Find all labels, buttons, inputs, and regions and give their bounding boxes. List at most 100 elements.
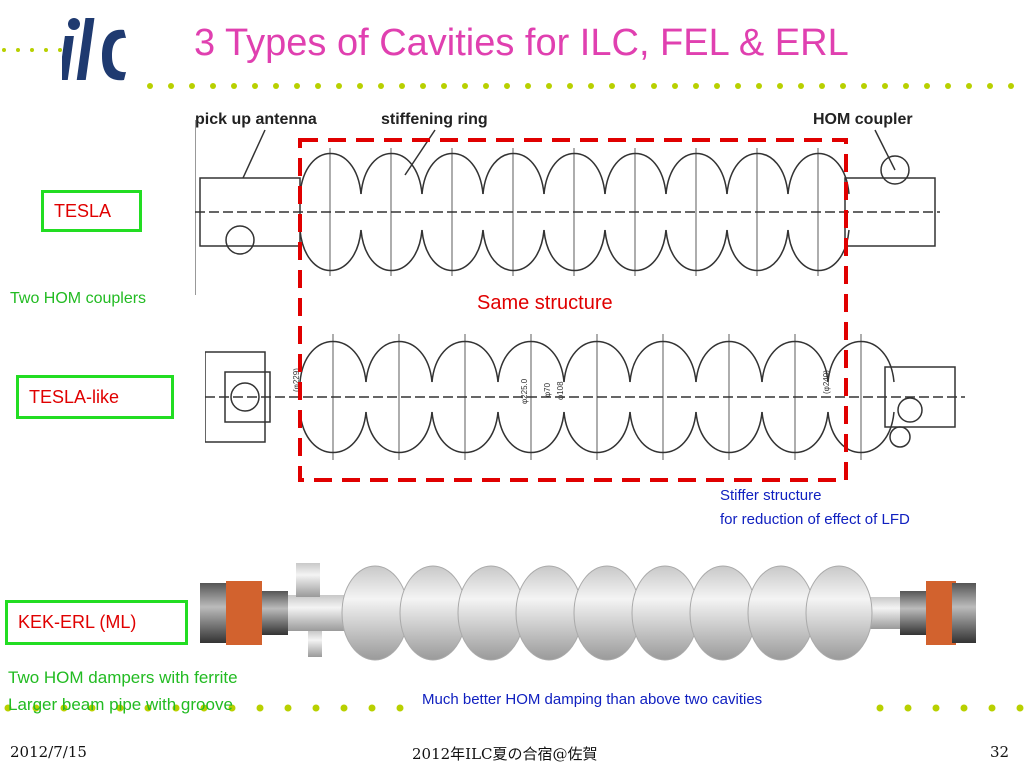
dim-phi108: φ108 xyxy=(556,381,565,400)
deco-dot xyxy=(840,83,846,89)
dim-phi70: φ70 xyxy=(543,382,552,397)
same-structure-label: Same structure xyxy=(473,292,617,315)
erl-cell xyxy=(515,565,583,661)
deco-dot xyxy=(44,48,48,52)
deco-dot xyxy=(924,83,930,89)
deco-dot xyxy=(378,83,384,89)
deco-dot xyxy=(588,83,594,89)
deco-dot xyxy=(210,83,216,89)
deco-dot xyxy=(116,704,124,712)
label-hom-coupler: HOM coupler xyxy=(813,111,913,128)
deco-dot xyxy=(945,83,951,89)
dim-phi229: (φ229) xyxy=(292,368,301,392)
deco-dot xyxy=(200,704,208,712)
deco-dot xyxy=(777,83,783,89)
tesla-cell xyxy=(482,152,545,272)
deco-dot xyxy=(525,83,531,89)
deco-dot xyxy=(228,704,236,712)
tesla-cell xyxy=(299,152,362,272)
deco-dot xyxy=(609,83,615,89)
tesla-like-cavity-drawing: (φ229) φ225.0 φ70 φ108 (φ240) xyxy=(205,334,965,460)
hom-damping-comparison: Much better HOM damping than above two c… xyxy=(422,691,763,708)
erl-cell xyxy=(457,565,525,661)
deco-dot xyxy=(876,704,884,712)
same-structure-frame xyxy=(298,138,848,482)
deco-dot xyxy=(294,83,300,89)
label-stiffening-ring: stiffening ring xyxy=(381,111,488,128)
deco-dot xyxy=(651,83,657,89)
dim-phi225: φ225.0 xyxy=(520,378,529,404)
deco-dot xyxy=(60,704,68,712)
tesla-cell xyxy=(604,152,667,272)
tesla-cell xyxy=(421,152,484,272)
erl-cell xyxy=(689,565,757,661)
footer-date: 2012/7/15 xyxy=(10,743,87,761)
deco-dot xyxy=(1016,704,1024,712)
deco-dot xyxy=(30,48,34,52)
ilc-logo-mark xyxy=(62,18,126,81)
deco-dot xyxy=(462,83,468,89)
deco-dot xyxy=(340,704,348,712)
deco-dot xyxy=(735,83,741,89)
deco-dot xyxy=(16,48,20,52)
bottom-dotted-line xyxy=(4,704,1024,712)
deco-dot xyxy=(960,704,968,712)
deco-dot xyxy=(4,704,12,712)
erl-cell xyxy=(399,565,467,661)
deco-dot xyxy=(58,48,62,52)
deco-dot xyxy=(861,83,867,89)
deco-dot xyxy=(932,704,940,712)
erl-cell xyxy=(341,565,409,661)
deco-dot xyxy=(630,83,636,89)
deco-dot xyxy=(420,83,426,89)
deco-dot xyxy=(32,704,40,712)
slide-title: 3 Types of Cavities for ILC, FEL & ERL xyxy=(194,22,849,64)
label-pickup-antenna: pick up antenna xyxy=(195,111,317,128)
deco-dot xyxy=(441,83,447,89)
deco-dot xyxy=(798,83,804,89)
deco-dot xyxy=(168,83,174,89)
deco-dot xyxy=(987,83,993,89)
deco-dot xyxy=(172,704,180,712)
deco-dot xyxy=(357,83,363,89)
tesla-note: Two HOM couplers xyxy=(10,290,147,307)
erl-cell xyxy=(573,565,641,661)
kek-erl-note2: Larger beam pipe with groove xyxy=(8,695,233,714)
deco-dot xyxy=(273,83,279,89)
stiffer-structure-line1: Stiffer structure xyxy=(720,487,822,504)
deco-dot xyxy=(819,83,825,89)
deco-dot xyxy=(312,704,320,712)
deco-dot xyxy=(988,704,996,712)
erl-cell xyxy=(747,565,815,661)
deco-dot xyxy=(904,704,912,712)
deco-dot xyxy=(546,83,552,89)
deco-dot xyxy=(714,83,720,89)
deco-dot xyxy=(144,704,152,712)
header-dotted-line xyxy=(2,48,1014,89)
deco-dot xyxy=(672,83,678,89)
tesla-cell xyxy=(360,152,423,272)
deco-dot xyxy=(2,48,6,52)
deco-dot xyxy=(189,83,195,89)
deco-dot xyxy=(368,704,376,712)
kek-erl-cavity-render xyxy=(200,563,976,661)
tesla-cell xyxy=(726,152,789,272)
deco-dot xyxy=(882,83,888,89)
deco-dot xyxy=(256,704,264,712)
erl-cell xyxy=(805,565,873,661)
deco-dot xyxy=(231,83,237,89)
kek-erl-note1: Two HOM dampers with ferrite xyxy=(8,668,238,687)
ilc-logo: ilc xyxy=(62,18,126,81)
erl-cell xyxy=(631,565,699,661)
deco-dot xyxy=(567,83,573,89)
deco-dot xyxy=(693,83,699,89)
label-tesla-like: TESLA-like xyxy=(16,375,174,419)
deco-dot xyxy=(147,83,153,89)
label-kek-erl: KEK-ERL (ML) xyxy=(5,600,188,645)
deco-dot xyxy=(336,83,342,89)
deco-dot xyxy=(903,83,909,89)
deco-dot xyxy=(966,83,972,89)
tesla-cell xyxy=(665,152,728,272)
deco-dot xyxy=(1008,83,1014,89)
footer-page-number: 32 xyxy=(990,743,1010,761)
